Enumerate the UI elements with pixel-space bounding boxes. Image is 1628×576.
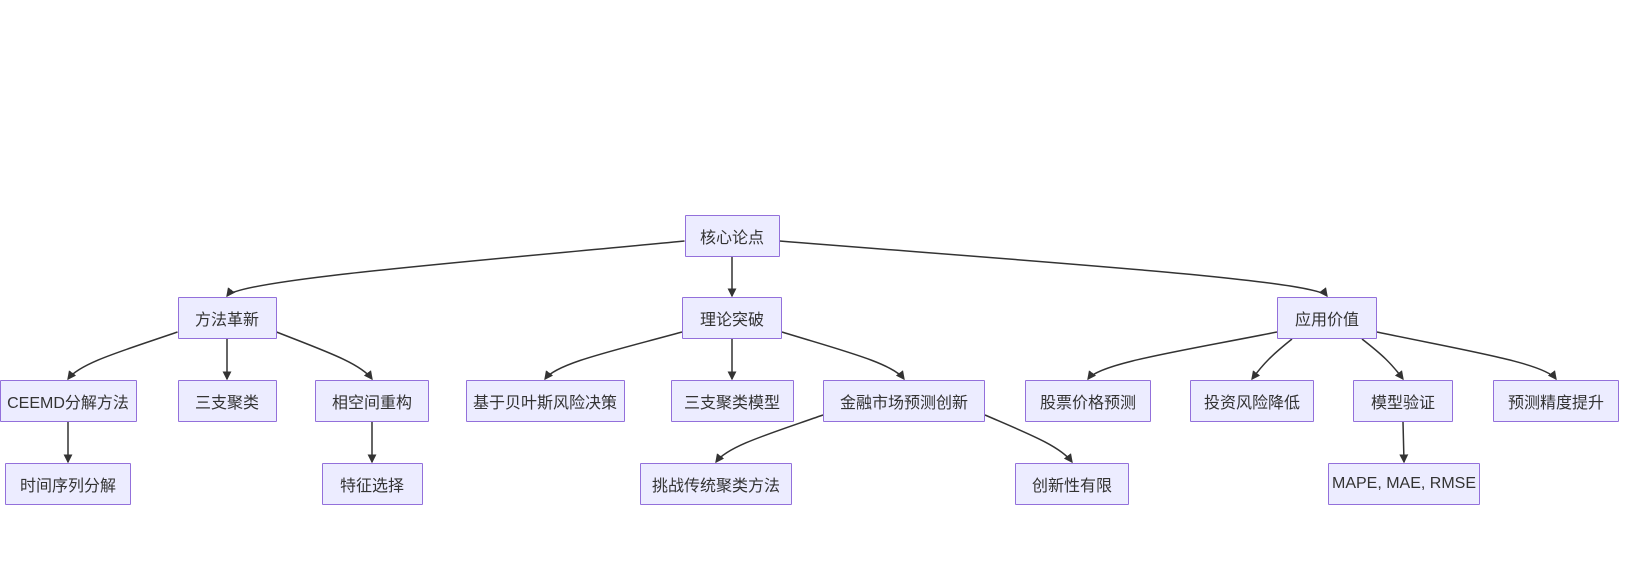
edge-model-validation-to-error-metrics (1399, 421, 1409, 464)
edge-application-value-to-model-validation (1361, 338, 1404, 381)
edge-financial-market-forecast-innovation-to-challenge-traditional-clustering (715, 414, 824, 464)
edge-method-innovation-to-phase-space-reconstruction (276, 331, 373, 381)
edge-method-innovation-to-ceemd-decomposition (67, 331, 178, 381)
node-financial-market-forecast-innovation: 金融市场预测创新 (823, 380, 985, 422)
node-stock-price-prediction: 股票价格预测 (1025, 380, 1151, 422)
edge-core-thesis-to-application-value (779, 240, 1328, 298)
node-ceemd-decomposition: CEEMD分解方法 (0, 380, 137, 422)
node-limited-novelty: 创新性有限 (1015, 463, 1129, 505)
edge-application-value-to-stock-price-prediction (1087, 331, 1278, 381)
node-bayesian-risk-decision: 基于贝叶斯风险决策 (465, 380, 625, 422)
node-investment-risk-reduction: 投资风险降低 (1190, 380, 1314, 422)
node-time-series-decomposition: 时间序列分解 (5, 463, 131, 505)
node-model-validation: 模型验证 (1353, 380, 1453, 422)
node-feature-selection: 特征选择 (321, 463, 423, 505)
node-forecast-accuracy-improvement: 预测精度提升 (1493, 380, 1619, 422)
node-core-thesis: 核心论点 (684, 215, 780, 257)
node-error-metrics: MAPE, MAE, RMSE (1328, 463, 1480, 505)
node-theory-breakthrough: 理论突破 (682, 297, 782, 339)
node-challenge-traditional-clustering: 挑战传统聚类方法 (640, 463, 792, 505)
edge-financial-market-forecast-innovation-to-limited-novelty (984, 414, 1073, 464)
node-phase-space-reconstruction: 相空间重构 (315, 380, 429, 422)
edge-application-value-to-investment-risk-reduction (1251, 338, 1293, 381)
node-three-way-clustering: 三支聚类 (177, 380, 277, 422)
edge-core-thesis-to-method-innovation (226, 240, 685, 298)
node-application-value: 应用价值 (1277, 297, 1377, 339)
edge-theory-breakthrough-to-financial-market-forecast-innovation (781, 331, 905, 381)
edge-application-value-to-forecast-accuracy-improvement (1376, 331, 1557, 381)
edge-theory-breakthrough-to-bayesian-risk-decision (544, 331, 683, 381)
node-method-innovation: 方法革新 (177, 297, 277, 339)
node-three-way-clustering-model: 三支聚类模型 (670, 380, 794, 422)
